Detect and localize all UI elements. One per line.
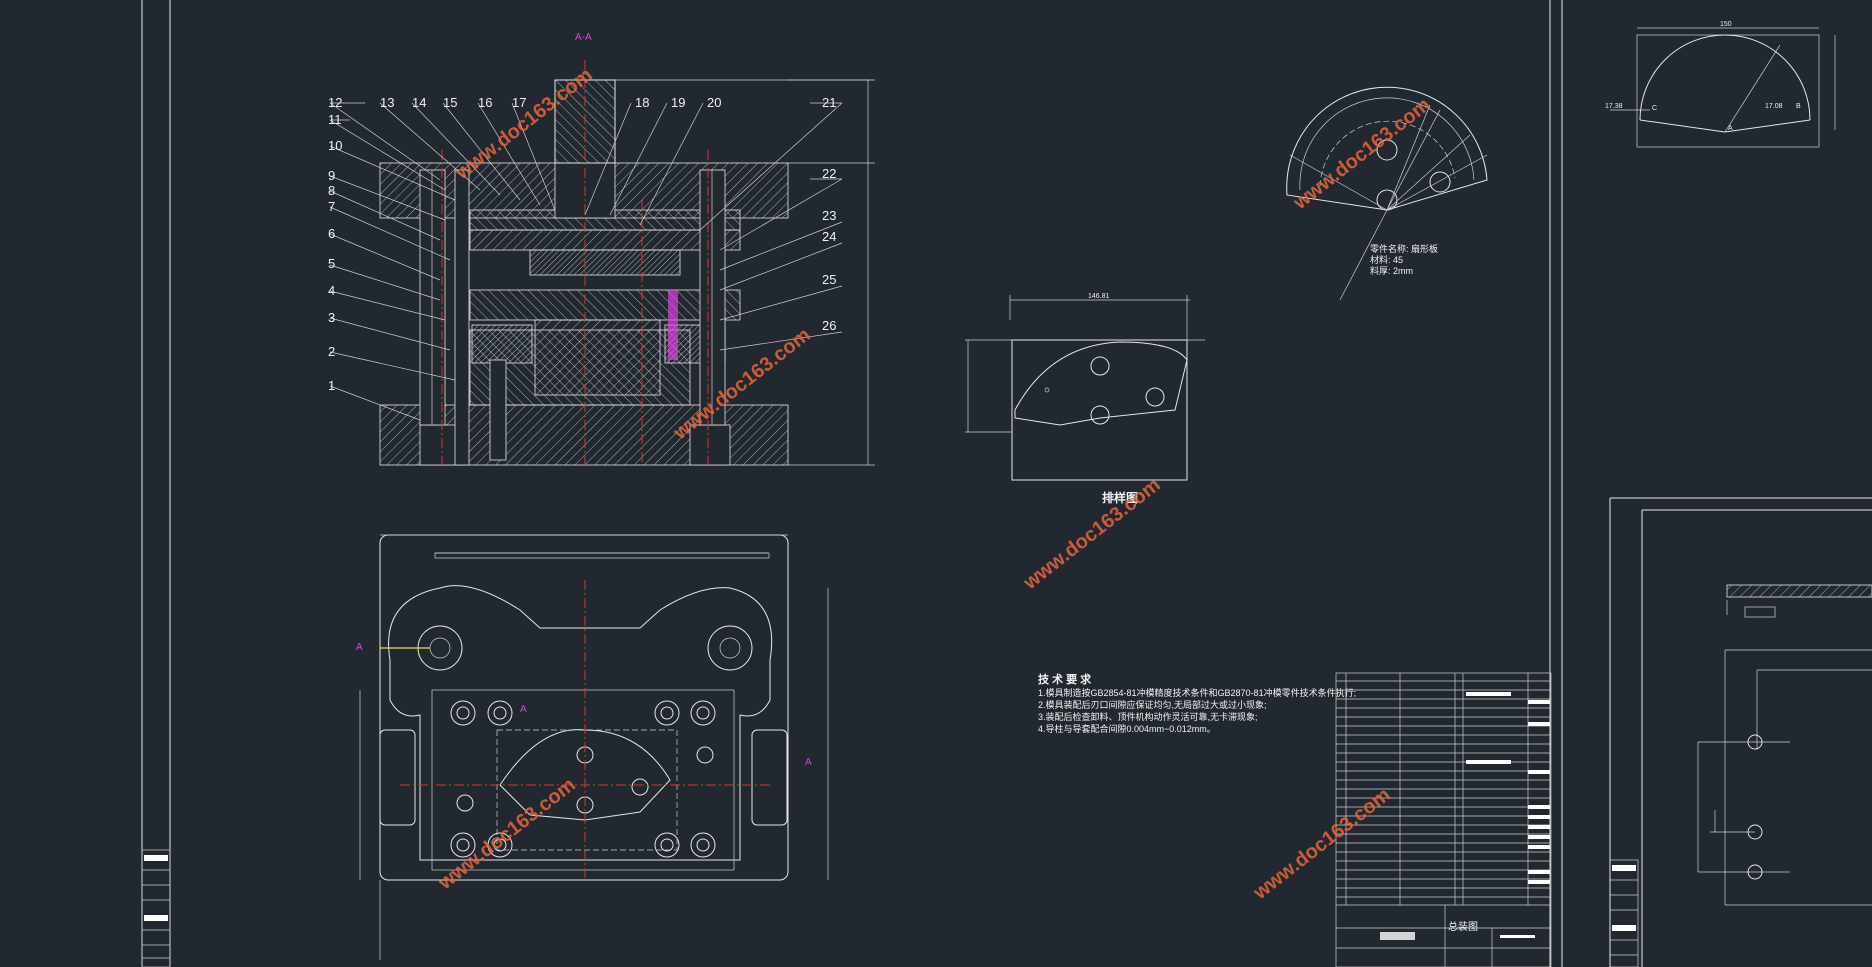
sheet-border [141, 0, 1639, 967]
callout-12: 12 [328, 95, 342, 110]
plan-view-marker-inner: A [520, 704, 527, 715]
callout-18: 18 [635, 95, 649, 110]
parts-list-table: 总装图 [1335, 672, 1552, 967]
top-right-point-b: B [1796, 103, 1801, 110]
callout-14: 14 [412, 95, 426, 110]
tech-line-2: 2.模具装配后刃口间隙应保证均匀,无局部过大或过小现象; [1038, 699, 1267, 710]
top-right-left-dim: 17.38 [1605, 103, 1623, 110]
watermark-3: www.doc163.com [1019, 474, 1165, 595]
top-right-point-a: A [1728, 125, 1733, 132]
plan-view-marker-left: A [356, 642, 363, 653]
callout-24: 24 [822, 229, 836, 244]
callout-20: 20 [707, 95, 721, 110]
callout-13: 13 [380, 95, 394, 110]
title-block-name: 总装图 [1448, 920, 1478, 933]
callout-17: 17 [512, 95, 526, 110]
callout-9: 9 [328, 168, 335, 183]
part-note-thickness: 料厚: 2mm [1370, 265, 1413, 276]
top-right-detail: 150 17.38 17.08 C B A [1605, 21, 1836, 148]
callout-16: 16 [478, 95, 492, 110]
strip-caption: 排样图 [1102, 490, 1138, 505]
top-right-point-c: C [1652, 105, 1657, 112]
tech-line-4: 4.导柱与导套配合间隙0.004mm~0.012mm。 [1038, 723, 1216, 734]
strip-layout-view: 146.81 排样图 [965, 293, 1205, 505]
callout-8: 8 [328, 183, 335, 198]
callout-5: 5 [328, 256, 335, 271]
callout-11: 11 [328, 112, 342, 127]
top-right-right-dim: 17.08 [1765, 103, 1783, 110]
sector-part-view: 零件名称: 扇形板 材料: 45 料厚: 2mm [1286, 86, 1488, 301]
callout-2: 2 [328, 344, 335, 359]
tech-line-1: 1.模具制造按GB2854-81冲模精度技术条件和GB2870-81冲模零件技术… [1038, 687, 1356, 698]
part-note-material: 材料: 45 [1370, 254, 1403, 265]
callout-7: 7 [328, 199, 335, 214]
watermark-6: www.doc163.com [1249, 784, 1395, 905]
tech-title: 技 术 要 求 [1038, 672, 1092, 686]
callout-21: 21 [822, 95, 836, 110]
top-right-width-dim: 150 [1720, 21, 1732, 28]
callout-6: 6 [328, 226, 335, 241]
callout-1: 1 [328, 378, 335, 393]
callout-25: 25 [822, 272, 836, 287]
plan-view-marker-right: A [805, 757, 812, 768]
callout-19: 19 [671, 95, 685, 110]
section-view: 1 2 3 4 5 6 7 8 9 10 11 12 13 14 15 16 1… [328, 32, 875, 466]
callout-26: 26 [822, 318, 836, 333]
tech-line-3: 3.装配后检查卸料、顶件机构动作灵活可靠,无卡滞现象; [1038, 711, 1258, 722]
callout-22: 22 [822, 166, 836, 181]
callout-10: 10 [328, 138, 342, 153]
technical-requirements: 技 术 要 求 1.模具制造按GB2854-81冲模精度技术条件和GB2870-… [1038, 672, 1356, 734]
plan-view: A A A [356, 534, 829, 960]
callout-4: 4 [328, 283, 335, 298]
right-partial-frame [1609, 497, 1872, 967]
watermark-4: www.doc163.com [1289, 94, 1435, 215]
callout-3: 3 [328, 310, 335, 325]
callout-23: 23 [822, 208, 836, 223]
callout-15: 15 [443, 95, 457, 110]
strip-width-dim: 146.81 [1088, 293, 1110, 300]
part-note-name: 零件名称: 扇形板 [1370, 243, 1438, 254]
section-label: A-A [575, 32, 592, 43]
